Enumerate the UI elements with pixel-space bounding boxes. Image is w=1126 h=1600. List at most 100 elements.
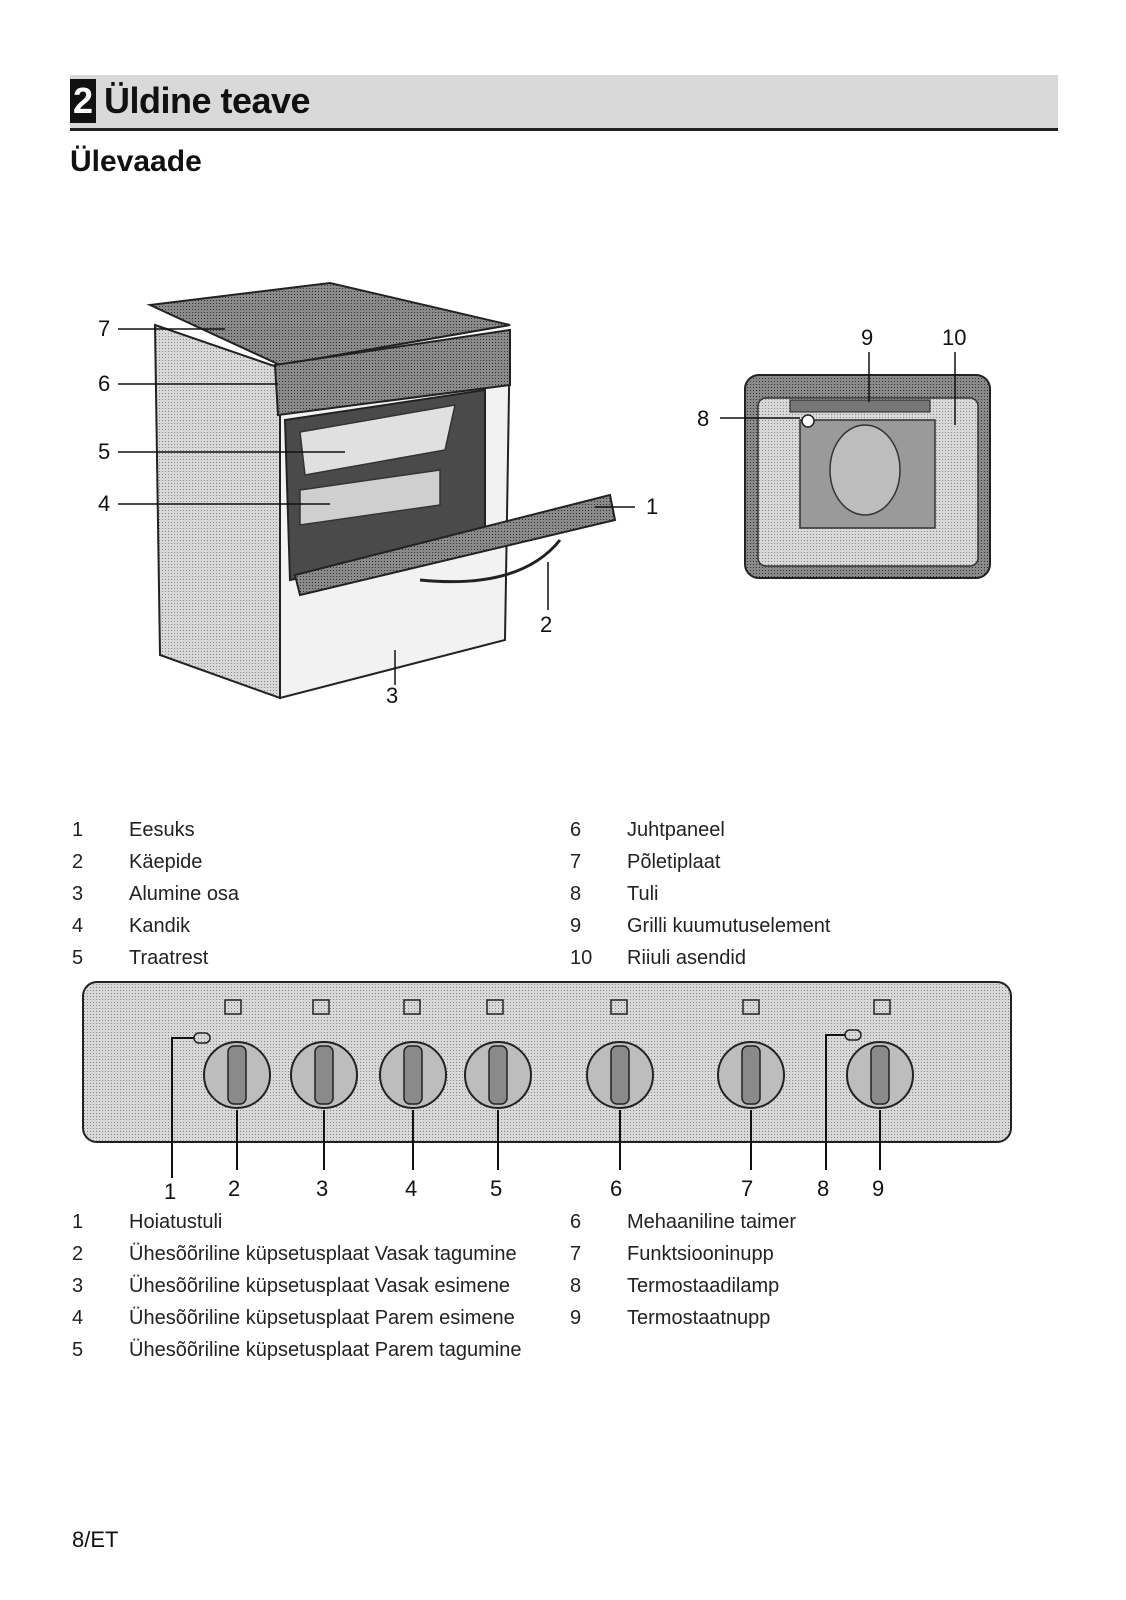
timer-symbol-icon [610,999,628,1015]
item-label: Käepide [129,851,203,873]
oven-callout-lines [118,328,635,685]
item-label: Ühesõõriline küpsetusplaat Parem tagumin… [129,1339,522,1361]
panel-symbols [224,999,891,1015]
list-item: 2 Ühesõõriline küpsetusplaat Vasak tagumi… [72,1238,521,1270]
list-item: 9 Grilli kuumutuselement [570,910,830,942]
item-number: 6 [570,819,582,841]
section-title: Üldine teave [104,80,311,121]
page-number: 8/ET [72,1527,119,1552]
oven-callout-1: 1 [646,494,658,519]
panel-callout-8: 8 [817,1176,829,1201]
item-number: 3 [72,1275,84,1297]
list-item: 7 Põletiplaat [570,846,830,878]
item-number: 2 [72,851,84,873]
item-number: 9 [570,915,582,937]
detail-callout-10: 10 [942,325,966,350]
list-item: 4 Kandik [72,910,239,942]
oven-callout-7: 7 [98,316,110,341]
list-item: 5 Traatrest [72,942,239,974]
item-number: 5 [72,947,84,969]
item-label: Tuli [627,883,659,905]
list-item: 10 Riiuli asendid [570,942,830,974]
panel-callout-6: 6 [610,1176,622,1201]
item-label: Hoiatustuli [129,1211,223,1233]
list-item: 2 Käepide [72,846,239,878]
panel-callout-5: 5 [490,1176,502,1201]
oven-callout-6: 6 [98,371,110,396]
section-number-badge: 2 [70,79,96,123]
item-number: 9 [570,1307,582,1329]
section-header: 2 Üldine teave [70,75,1058,131]
panel-callout-lines [171,1034,881,1178]
item-number: 8 [570,1275,582,1297]
item-number: 2 [72,1243,84,1265]
panel-callout-1: 1 [164,1179,176,1204]
item-number: 3 [72,883,84,905]
item-label: Ühesõõriline küpsetusplaat Vasak tagumin… [129,1243,517,1265]
hob-symbol-icon [403,999,421,1015]
item-label: Grilli kuumutuselement [627,915,831,937]
knob-grips [227,1045,890,1105]
list-item: 3 Alumine osa [72,878,239,910]
page-subtitle: Ülevaade [70,145,202,178]
panel-callout-3: 3 [316,1176,328,1201]
item-label: Ühesõõriline küpsetusplaat Parem esimene [129,1307,515,1329]
panel-callout-2: 2 [228,1176,240,1201]
item-label: Funktsiooninupp [627,1243,774,1265]
oven-interior-detail: 8 9 10 [697,325,991,579]
list-item: 6 Mehaaniline taimer [570,1206,796,1238]
detail-callout-lines [720,352,956,425]
hob-symbol-icon [486,999,504,1015]
panel-callout-4: 4 [405,1176,417,1201]
detail-callout-9: 9 [861,325,873,350]
list-item: 1 Hoiatustuli [72,1206,521,1238]
hob-symbol-icon [224,999,242,1015]
item-label: Mehaaniline taimer [627,1211,796,1233]
panel-callout-9: 9 [872,1176,884,1201]
list-item: 7 Funktsiooninupp [570,1238,796,1270]
item-label: Kandik [129,915,191,937]
item-label: Termostaadilamp [627,1275,780,1297]
item-number: 4 [72,915,84,937]
list-item: 8 Tuli [570,878,830,910]
oven-illustration: 7 6 5 4 1 2 3 [98,281,658,708]
item-number: 10 [570,947,593,969]
item-number: 4 [72,1307,84,1329]
list-item: 8 Termostaadilamp [570,1270,796,1302]
list-item: 9 Termostaatnupp [570,1302,796,1334]
item-label: Juhtpaneel [627,819,725,841]
oven-callout-3: 3 [386,683,398,708]
item-number: 6 [570,1211,582,1233]
control-panel-illustration: 1 2 3 4 5 6 7 8 9 [82,981,1012,1204]
item-number: 7 [570,1243,582,1265]
item-label: Ühesõõriline küpsetusplaat Vasak esimene [129,1275,510,1297]
oven-callout-2: 2 [540,612,552,637]
item-label: Alumine osa [129,883,240,905]
item-label: Traatrest [129,947,209,969]
item-label: Eesuks [129,819,195,841]
item-number: 7 [570,851,582,873]
item-label: Termostaatnupp [627,1307,771,1329]
list-item: 6 Juhtpaneel [570,814,830,846]
hob-symbol-icon [312,999,330,1015]
item-label: Põletiplaat [627,851,721,873]
item-label: Riiuli asendid [627,947,746,969]
oven-body [146,281,617,700]
detail-callout-8: 8 [697,406,709,431]
thermostat-symbol-icon [873,999,891,1015]
item-number: 1 [72,1211,84,1233]
function-symbol-icon [742,999,760,1015]
oven-callout-4: 4 [98,491,110,516]
list-item: 3 Ühesõõriline küpsetusplaat Vasak esimen… [72,1270,521,1302]
list-item: 4 Ühesõõriline küpsetusplaat Parem esimen… [72,1302,521,1334]
oven-callout-5: 5 [98,439,110,464]
interior-drawing [744,374,991,579]
item-number: 8 [570,883,582,905]
panel-callout-7: 7 [741,1176,753,1201]
parts-legend-right: 6 Juhtpaneel 7 Põletiplaat 8 Tuli 9 Grilli k… [570,814,830,974]
